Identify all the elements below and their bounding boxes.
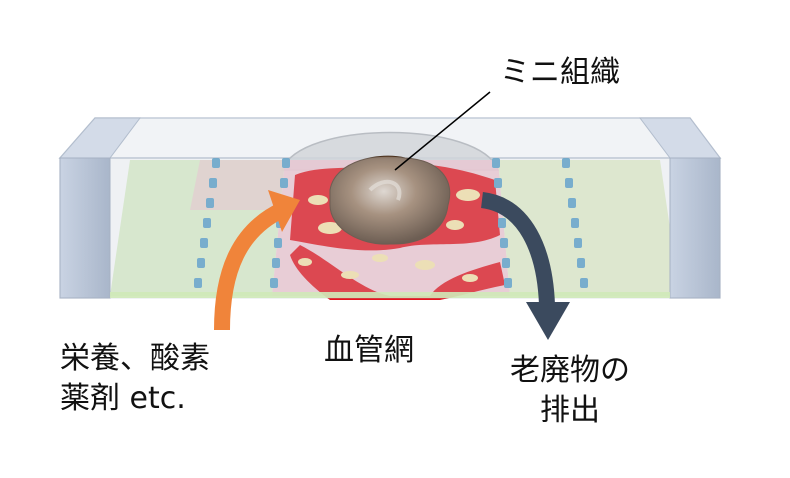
organoid-label: ミニ組織 <box>500 55 620 90</box>
output-label-line2: 排出 <box>540 393 600 428</box>
input-label-line1: 栄養、酸素 <box>60 341 210 376</box>
input-label-line2: 薬剤 etc. <box>60 381 186 416</box>
organoid-pointer-line <box>394 91 491 171</box>
output-label-line1: 老廃物の <box>510 353 630 388</box>
organoid <box>329 155 451 245</box>
curved-arrow-up-right-icon <box>214 190 300 331</box>
curved-arrow-down-right-icon <box>480 192 570 340</box>
chip-side-blocks <box>58 117 721 299</box>
chip-front-face <box>59 157 721 299</box>
vascular-network-label: 血管網 <box>324 333 414 368</box>
